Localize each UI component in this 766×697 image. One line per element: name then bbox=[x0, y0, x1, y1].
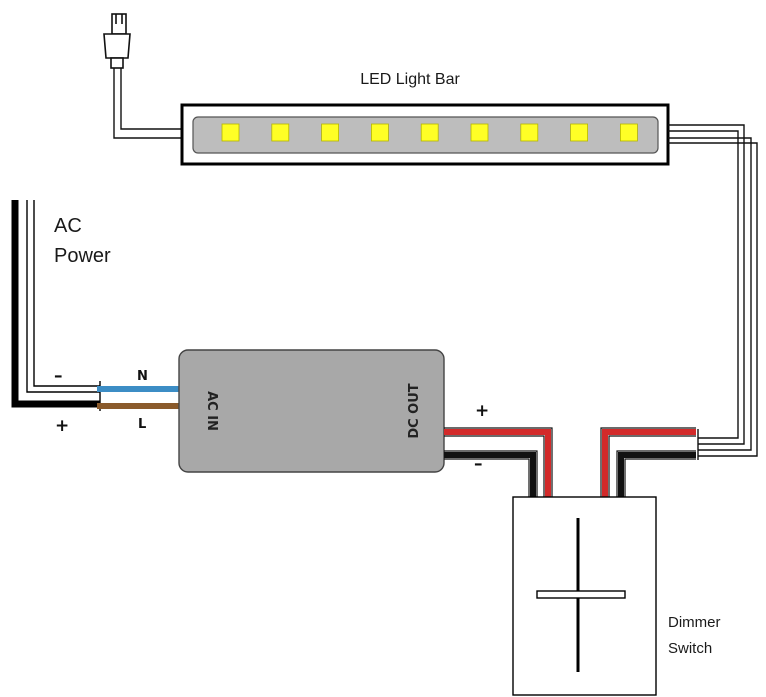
ac-power-label-line1: AC bbox=[54, 215, 82, 237]
led-chip bbox=[221, 123, 240, 142]
led-light-bar-label: LED Light Bar bbox=[360, 71, 460, 88]
neutral-wire bbox=[97, 386, 181, 392]
ac-power-label-line2: Power bbox=[54, 245, 111, 267]
dc-out-label: DC OUT bbox=[407, 383, 422, 438]
dimmer-label-line2: Switch bbox=[668, 640, 712, 657]
bar-output-wires bbox=[668, 124, 758, 460]
led-chip bbox=[620, 123, 638, 142]
led-driver bbox=[178, 349, 445, 473]
dimmer-output-wires bbox=[600, 427, 696, 497]
led-chip bbox=[271, 123, 290, 142]
dimmer-switch bbox=[512, 496, 657, 696]
dc-plus-symbol: + bbox=[475, 401, 489, 421]
plug-connector bbox=[103, 13, 131, 69]
dimmer-slider-knob bbox=[536, 590, 626, 599]
led-chip bbox=[470, 123, 489, 142]
dc-minus-symbol: – bbox=[474, 454, 483, 474]
led-chip bbox=[520, 123, 539, 142]
led-light-bar bbox=[180, 103, 670, 166]
plug-lead-wire bbox=[113, 68, 182, 139]
led-chip bbox=[370, 123, 389, 142]
ac-plus-symbol: + bbox=[55, 416, 69, 436]
led-chip bbox=[420, 123, 439, 142]
line-wire bbox=[97, 403, 181, 409]
dc-output-wires bbox=[444, 427, 553, 497]
neutral-label: N bbox=[137, 369, 148, 384]
led-chips bbox=[221, 123, 638, 142]
dimmer-label-line1: Dimmer bbox=[668, 614, 721, 631]
line-label: L bbox=[138, 417, 146, 432]
led-chip bbox=[321, 123, 340, 142]
led-chip bbox=[570, 123, 588, 142]
ac-in-label: AC IN bbox=[204, 391, 219, 431]
ac-minus-symbol: – bbox=[54, 366, 63, 386]
